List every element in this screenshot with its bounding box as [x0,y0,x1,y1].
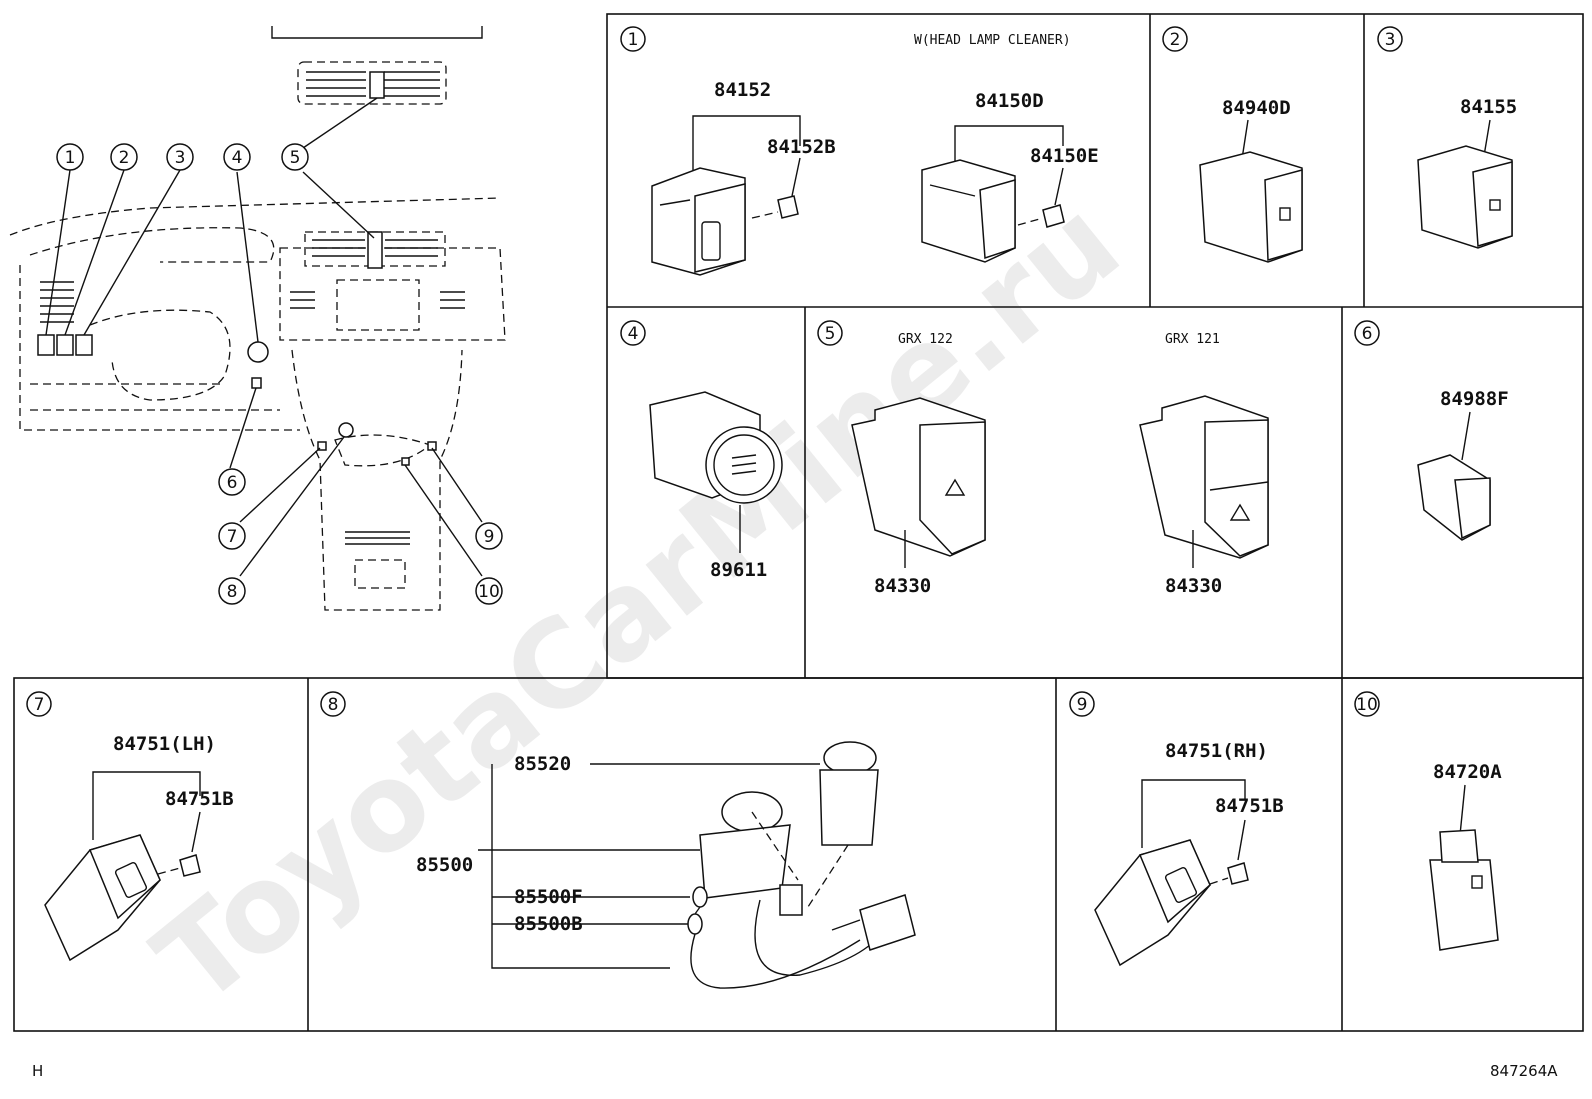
panel-10: 10 84720A [1354,691,1502,951]
svg-text:8: 8 [227,582,238,602]
callout-6: 6 [218,468,246,496]
callout-4: 4 [223,143,251,171]
callout-8: 8 [218,577,246,605]
svg-text:2: 2 [1170,30,1181,50]
svg-text:7: 7 [34,695,45,715]
dashboard-overview [9,26,506,611]
panel-9: 9 84751(RH) 84751B [1069,691,1284,967]
part-84720A: 84720A [1433,761,1502,783]
watermark: ToyotaCarMine.ru [131,174,1146,1033]
variant-grx121: GRX 121 [1165,332,1220,347]
panel-4: 4 89611 [620,320,783,581]
svg-text:3: 3 [1385,30,1396,50]
callout-10: 10 [475,577,503,605]
part-84330-grx121: 84330 [1165,575,1222,597]
part-84152B: 84152B [767,136,836,158]
svg-text:7: 7 [227,527,238,547]
svg-text:2: 2 [119,148,130,168]
svg-text:10: 10 [478,582,500,602]
callout-3: 3 [166,143,194,171]
callout-9: 9 [475,522,503,550]
panel-5: 5 GRX 122 GRX 121 84330 84330 [817,320,1269,597]
panel-1: 1 W(HEAD LAMP CLEANER) 84152 84152B 8415… [620,26,1099,276]
svg-text:9: 9 [484,527,495,547]
svg-text:8: 8 [328,695,339,715]
overview-callouts: 1 2 3 4 5 6 7 8 9 10 [56,143,503,605]
variant-grx122: GRX 122 [898,332,953,347]
svg-text:6: 6 [227,473,238,493]
svg-text:4: 4 [232,148,243,168]
part-84330-grx122: 84330 [874,575,931,597]
part-84940D: 84940D [1222,97,1291,119]
part-84751B-lh: 84751B [165,788,234,810]
part-84155: 84155 [1460,96,1517,118]
callout-5: 5 [281,143,309,171]
part-85520: 85520 [514,753,571,775]
svg-text:4: 4 [628,324,639,344]
svg-text:10: 10 [1356,695,1378,715]
svg-text:6: 6 [1362,324,1373,344]
callout-1: 1 [56,143,84,171]
svg-text:3: 3 [175,148,186,168]
part-89611: 89611 [710,559,767,581]
svg-text:1: 1 [65,148,76,168]
svg-text:5: 5 [290,148,301,168]
head-lamp-cleaner-note: W(HEAD LAMP CLEANER) [914,33,1071,48]
panel-7: 7 84751(LH) 84751B [26,691,234,962]
callout-2: 2 [110,143,138,171]
svg-text:1: 1 [628,30,639,50]
part-84150D: 84150D [975,90,1044,112]
part-84988F: 84988F [1440,388,1509,410]
footer-diagram-id: 847264A [1490,1062,1558,1080]
panel-3: 3 84155 [1377,26,1517,249]
part-84751B-rh: 84751B [1215,795,1284,817]
part-84150E: 84150E [1030,145,1099,167]
svg-text:5: 5 [825,324,836,344]
callout-7: 7 [218,522,246,550]
panel-2: 2 84940D [1162,26,1303,263]
panel-6: 6 84988F [1354,320,1509,541]
part-84751LH: 84751(LH) [113,733,216,755]
panel-borders [13,13,1584,1032]
svg-text:9: 9 [1077,695,1088,715]
panel-8: 8 85520 85500 85500F 85500B [320,691,916,989]
part-85500: 85500 [416,854,473,876]
part-84751RH: 84751(RH) [1165,740,1268,762]
part-84152: 84152 [714,79,771,101]
footer-left-code: H [32,1062,44,1080]
